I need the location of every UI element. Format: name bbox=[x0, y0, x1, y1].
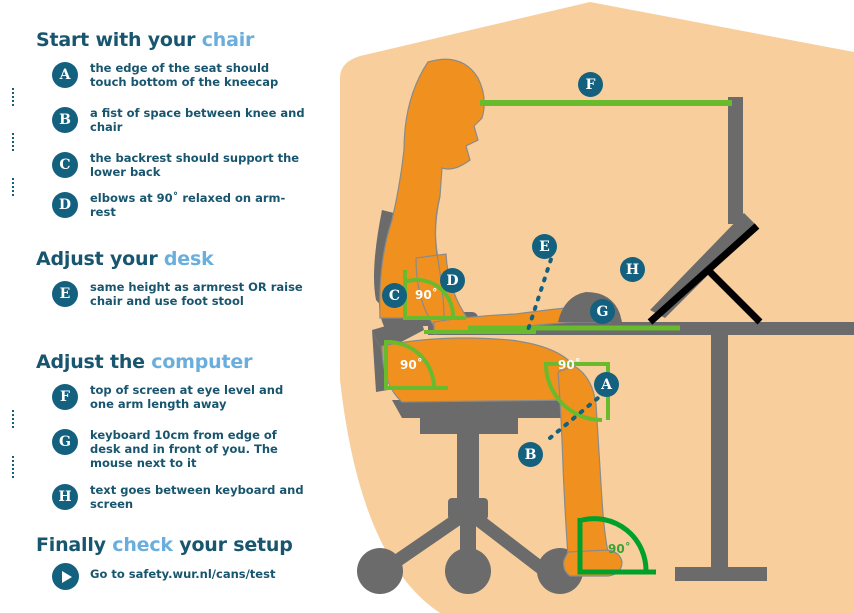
monitor-stand-leg bbox=[707, 269, 763, 325]
angle-marker-ankle bbox=[577, 516, 656, 575]
connector-g-h bbox=[12, 456, 14, 478]
leader-line-e bbox=[526, 248, 556, 332]
test-link-label: Go to safety.wur.nl/cans/test bbox=[90, 567, 276, 581]
desk-foot bbox=[675, 567, 767, 581]
badge-f: F bbox=[52, 384, 78, 410]
angle-label-knee: 90˚ bbox=[558, 358, 581, 372]
badge-e: E bbox=[52, 281, 78, 307]
list-item-g-label: keyboard 10cm from edge of desk and in f… bbox=[90, 428, 278, 470]
heading-accent-chair: chair bbox=[201, 29, 255, 51]
list-item-c-label: the backrest should support the lower ba… bbox=[90, 151, 300, 179]
monitor-frame-line bbox=[647, 223, 760, 325]
marker-c[interactable]: C bbox=[382, 283, 407, 308]
play-triangle-icon bbox=[62, 570, 72, 583]
heading-accent-desk: desk bbox=[163, 248, 214, 270]
angle-marker-knee bbox=[544, 362, 610, 422]
marker-a[interactable]: A bbox=[594, 372, 619, 397]
heading-plain-chair: Start with your bbox=[36, 29, 202, 51]
connector-a-b bbox=[12, 88, 14, 106]
leader-line-b bbox=[548, 396, 600, 440]
person-back-contour bbox=[434, 195, 445, 319]
marker-b[interactable]: B bbox=[518, 442, 543, 467]
angle-marker-hip bbox=[384, 339, 448, 390]
list-item-h-label: text goes between keyboard and screen bbox=[90, 483, 304, 511]
instructions-panel: Start with your chair A the edge of the … bbox=[0, 0, 330, 613]
chair-seat-base bbox=[392, 400, 578, 418]
chair-caster-center bbox=[445, 548, 491, 594]
angle-label-elbow: 90˚ bbox=[415, 288, 438, 302]
heading-plain-desk: Adjust your bbox=[36, 248, 164, 270]
angle-marker-elbow bbox=[403, 270, 466, 320]
person-lower-leg bbox=[557, 365, 609, 557]
connector-b-c bbox=[12, 133, 14, 151]
angle-label-ankle: 90˚ bbox=[608, 542, 631, 556]
list-item-e-label: same height as armrest OR raise chair an… bbox=[90, 280, 303, 308]
badge-b: B bbox=[52, 107, 78, 133]
badge-h: H bbox=[52, 484, 78, 510]
monitor-post bbox=[728, 97, 743, 224]
list-item-a-label: the edge of the seat should touch bottom… bbox=[90, 61, 279, 89]
section-heading-desk: Adjust your desk bbox=[36, 248, 214, 270]
connector-f-g bbox=[12, 410, 14, 428]
badge-g: G bbox=[52, 429, 78, 455]
section-heading-check: Finally check your setup bbox=[36, 534, 293, 556]
section-heading-chair: Start with your chair bbox=[36, 29, 254, 51]
badge-a: A bbox=[52, 62, 78, 88]
heading-plain-computer: Adjust the bbox=[36, 351, 152, 373]
play-icon[interactable] bbox=[52, 563, 79, 590]
connector-c-d bbox=[12, 178, 14, 196]
list-item-b-label: a fist of space between knee and chair bbox=[90, 106, 305, 134]
chair-caster-left bbox=[357, 548, 403, 594]
badge-c: C bbox=[52, 152, 78, 178]
list-item-d-label: elbows at 90˚ relaxed on arm-rest bbox=[90, 191, 286, 219]
heading-plain-check: Finally bbox=[36, 534, 113, 556]
marker-d[interactable]: D bbox=[440, 268, 465, 293]
chair-seat-plate bbox=[420, 418, 518, 434]
marker-h[interactable]: H bbox=[620, 257, 645, 282]
list-item-f-label: top of screen at eye level and one arm l… bbox=[90, 383, 284, 411]
chair-cylinder bbox=[457, 434, 479, 508]
marker-f[interactable]: F bbox=[578, 72, 603, 97]
desk-leg bbox=[711, 335, 728, 567]
marker-g[interactable]: G bbox=[590, 299, 615, 324]
heading-accent-check: check bbox=[112, 534, 173, 556]
section-heading-computer: Adjust the computer bbox=[36, 351, 252, 373]
badge-d: D bbox=[52, 192, 78, 218]
heading-accent-computer: computer bbox=[151, 351, 253, 373]
ergonomics-illustration: A B C D E F G H 90˚ 90˚ 90˚ 90˚ bbox=[320, 0, 854, 613]
marker-e[interactable]: E bbox=[532, 234, 557, 259]
heading-tail-check: your setup bbox=[172, 534, 293, 556]
angle-label-hip: 90˚ bbox=[400, 358, 423, 372]
monitor-screen bbox=[650, 213, 757, 318]
